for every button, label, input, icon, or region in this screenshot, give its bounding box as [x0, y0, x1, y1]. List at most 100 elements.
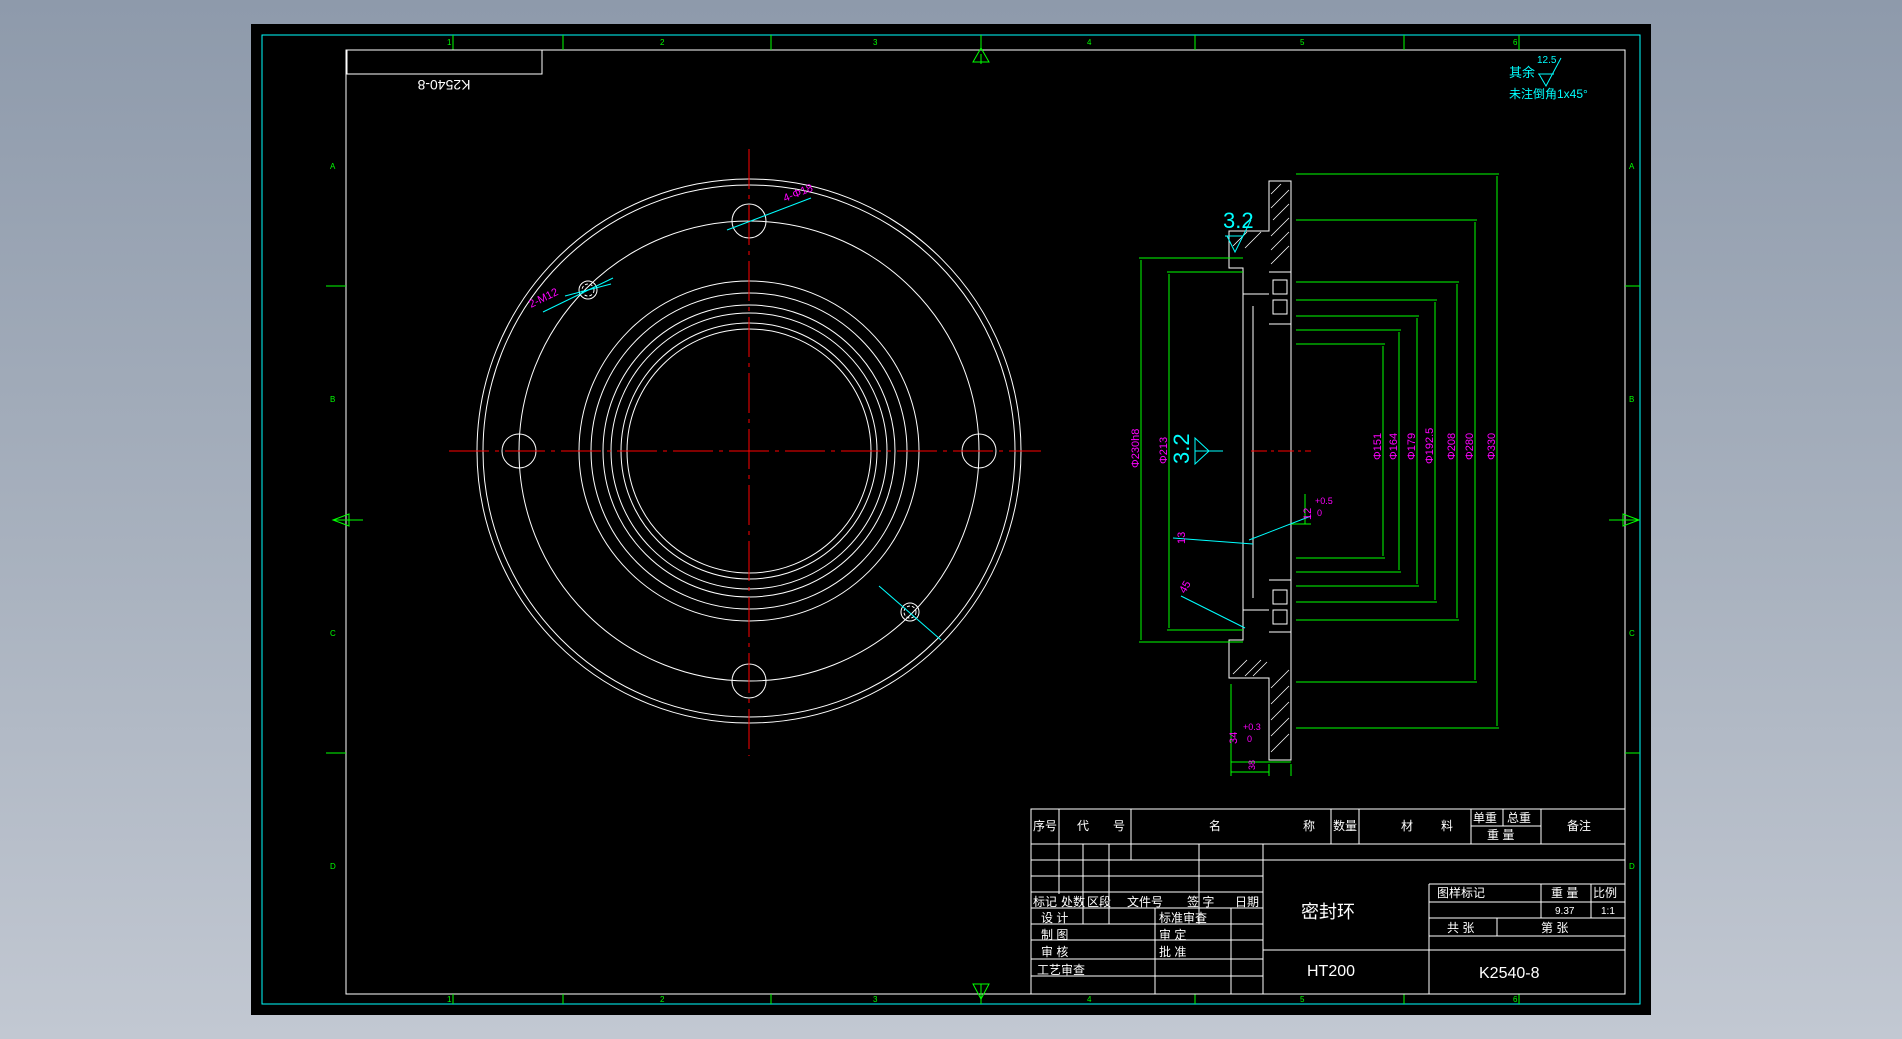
role-draw: 制 图	[1041, 928, 1068, 942]
roughness-symbols	[1194, 219, 1252, 466]
scale-value: 1:1	[1601, 906, 1615, 917]
outer-border	[261, 34, 1641, 1005]
centering-mark-left	[331, 513, 363, 527]
mirrored-code-box: K2540-8	[346, 49, 543, 93]
hdr-name-2: 称	[1303, 819, 1315, 833]
title-block-texts: 序号 代 号 名 称 数量 材 料 单重 总重 重 量 备注 标记 处数 区段 …	[1033, 811, 1617, 982]
front-view-leaders	[542, 197, 942, 641]
role-design: 设 计	[1041, 911, 1068, 925]
hdr-code-2: 号	[1113, 819, 1125, 833]
dim-230h8: Φ230h8	[1130, 429, 1142, 468]
threaded-hole-upper-left	[578, 280, 598, 300]
hdr-qty: 数量	[1333, 818, 1357, 833]
section-hatching	[1232, 183, 1290, 753]
grid-num-top-3: 3	[873, 38, 878, 47]
grid-letter-left-d: D	[330, 862, 336, 871]
roughness-mid-value: 3.2	[1169, 433, 1194, 464]
grid-num-top-1: 1	[447, 38, 452, 47]
grid-num-top-2: 2	[660, 38, 665, 47]
hdr-code-1: 代	[1077, 819, 1089, 833]
rev-docno: 文件号	[1127, 894, 1163, 909]
rev-mark: 标记	[1033, 895, 1057, 909]
drawing-viewport[interactable]: 1 2 3 4 5 6 1 2 3 4 5 6 A B C D A B C D …	[251, 24, 1651, 1015]
rest-roughness-value: 12.5	[1537, 55, 1557, 66]
role-std-check: 标准审查	[1159, 910, 1207, 925]
dim-bottom-38: 38	[1247, 760, 1257, 770]
role-audit: 审 核	[1041, 944, 1068, 959]
dim-13: 13	[1176, 532, 1188, 544]
role-review: 审 定	[1159, 927, 1186, 942]
scale-label: 比例	[1593, 886, 1617, 900]
grid-letter-right-d: D	[1629, 862, 1635, 871]
section-outline	[1228, 180, 1292, 761]
hdr-seq: 序号	[1033, 818, 1057, 833]
grid-num-top-5: 5	[1300, 38, 1305, 47]
grid-num-top-4: 4	[1087, 38, 1092, 47]
dim-depth-tol-low: 0	[1317, 508, 1322, 518]
dim-192-5: Φ192.5	[1424, 428, 1436, 464]
hdr-mat-1: 材	[1401, 819, 1413, 833]
centering-mark-top	[972, 46, 990, 64]
chamfer-note: 未注倒角1x45°	[1509, 86, 1588, 101]
grid-letter-left-a: A	[330, 162, 336, 171]
groove-top-1	[1272, 279, 1288, 295]
sample-mark-label: 图样标记	[1437, 885, 1485, 900]
grid-num-bottom-6: 6	[1513, 995, 1518, 1004]
grid-num-bottom-5: 5	[1300, 995, 1305, 1004]
grid-num-bottom-3: 3	[873, 995, 878, 1004]
rev-zone: 区段	[1087, 894, 1111, 909]
threaded-hole-lower-right	[900, 602, 920, 622]
weight-value: 9.37	[1555, 906, 1575, 917]
grid-zone-labels: 1 2 3 4 5 6 1 2 3 4 5 6 A B C D A B C D	[330, 38, 1635, 1004]
hdr-unit-weight: 单重	[1473, 811, 1497, 825]
dim-179: Φ179	[1406, 433, 1418, 460]
grid-letter-right-c: C	[1629, 629, 1635, 638]
centering-mark-bottom	[972, 983, 990, 1001]
dim-bottom-tol-up: +0.3	[1243, 722, 1261, 732]
roughness-top-value: 3.2	[1223, 208, 1254, 233]
sheets-total: 共 张	[1447, 921, 1474, 935]
hole-callout-2: 2-M12	[527, 286, 560, 310]
roughness-symbol-icon	[1538, 57, 1562, 88]
grid-letter-right-a: A	[1629, 162, 1635, 171]
cad-drawing: 1 2 3 4 5 6 1 2 3 4 5 6 A B C D A B C D …	[261, 34, 1641, 1005]
dim-164: Φ164	[1388, 433, 1400, 460]
dim-depth-12: 12	[1302, 508, 1314, 520]
hole-callout-4: 4-Φ18	[782, 182, 815, 205]
groove-bottom-1	[1272, 589, 1288, 605]
section-leaders	[1172, 515, 1312, 629]
sheet-no: 第 张	[1541, 921, 1568, 935]
mirrored-code-frame	[346, 49, 543, 75]
role-process-check: 工艺审查	[1037, 962, 1085, 977]
dim-151: Φ151	[1372, 433, 1384, 460]
section-view	[1228, 180, 1292, 761]
hdr-total-weight: 总重	[1507, 811, 1531, 825]
section-dim-texts: Φ230h8 Φ213 Φ151 Φ164 Φ179 Φ192.5 Φ208 Φ…	[1130, 428, 1498, 770]
grid-num-bottom-4: 4	[1087, 995, 1092, 1004]
hdr-weight: 重 量	[1487, 828, 1514, 842]
groove-bottom-2	[1272, 609, 1288, 625]
rev-sign: 签 字	[1187, 894, 1214, 909]
groove-top-2	[1272, 299, 1288, 315]
dim-bottom-34: 34	[1228, 732, 1240, 744]
leader-4-holes	[726, 197, 812, 231]
general-notes: 其余 12.5 未注倒角1x45°	[1509, 55, 1588, 101]
drawing-frames	[261, 34, 1641, 1005]
grid-num-bottom-2: 2	[660, 995, 665, 1004]
grid-letter-left-b: B	[330, 395, 335, 404]
grid-letter-right-b: B	[1629, 395, 1634, 404]
rev-date: 日期	[1235, 895, 1259, 909]
grid-num-bottom-1: 1	[447, 995, 452, 1004]
role-approve: 批 准	[1159, 944, 1186, 959]
dim-depth-tol-up: +0.5	[1315, 496, 1333, 506]
grid-zone-ticks	[326, 35, 1640, 1004]
centering-mark-right	[1609, 513, 1641, 527]
mirrored-code-text: K2540-8	[417, 77, 470, 93]
dim-208: Φ208	[1446, 433, 1458, 460]
part-name: 密封环	[1301, 902, 1355, 922]
grid-num-top-6: 6	[1513, 38, 1518, 47]
weight-label: 重 量	[1551, 886, 1578, 900]
hdr-name-1: 名	[1209, 818, 1221, 833]
leader-2-threaded	[542, 277, 614, 313]
material-name: HT200	[1307, 963, 1355, 980]
